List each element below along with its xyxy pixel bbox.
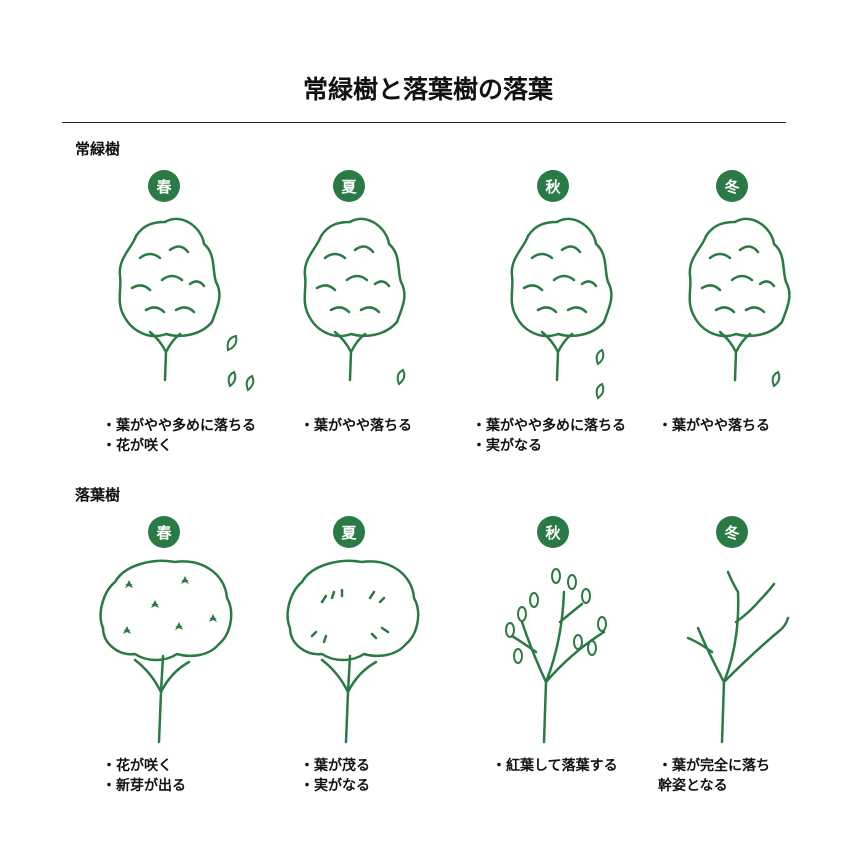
caption-deciduous-summer: ・葉が茂る ・実がなる	[300, 756, 370, 796]
caption-evergreen-summer: ・葉がやや落ちる	[300, 416, 412, 436]
caption-line: ・葉がやや落ちる	[300, 418, 412, 434]
caption-line: 幹姿となる	[658, 778, 728, 794]
caption-line: ・紅葉して落葉する	[492, 758, 618, 774]
deciduous-label: 落葉樹	[75, 486, 121, 504]
caption-line: ・実がなる	[300, 778, 370, 794]
caption-deciduous-spring: ・花が咲く ・新芽が出る	[102, 756, 186, 796]
caption-evergreen-winter: ・葉がやや落ちる	[658, 416, 770, 436]
evergreen-tree-spring	[118, 217, 255, 392]
caption-line: ・葉がやや落ちる	[658, 418, 770, 434]
evergreen-tree-autumn	[510, 217, 613, 400]
caption-line: ・葉が完全に落ち	[658, 758, 770, 774]
evergreen-tree-winter	[688, 217, 791, 388]
deciduous-tree-winter	[686, 570, 790, 744]
season-badge-summer-evergreen: 夏	[333, 170, 365, 202]
deciduous-tree-spring	[99, 559, 233, 744]
deciduous-tree-summer	[286, 559, 420, 744]
season-badge-spring-evergreen: 春	[148, 170, 180, 202]
evergreen-tree-summer	[303, 217, 406, 386]
caption-line: ・葉がやや多めに落ちる	[472, 418, 626, 434]
caption-line: ・葉が茂る	[300, 758, 370, 774]
season-badge-winter-evergreen: 冬	[716, 170, 748, 202]
caption-deciduous-winter: ・葉が完全に落ち 幹姿となる	[658, 756, 770, 796]
caption-line: ・花が咲く	[102, 758, 172, 774]
season-badge-summer-deciduous: 夏	[333, 516, 365, 548]
season-badge-winter-deciduous: 冬	[716, 516, 748, 548]
season-badge-spring-deciduous: 春	[148, 516, 180, 548]
page-title: 常緑樹と落葉樹の落葉	[302, 75, 553, 104]
caption-deciduous-autumn: ・紅葉して落葉する	[492, 756, 618, 776]
evergreen-label: 常緑樹	[75, 140, 121, 158]
caption-line: ・花が咲く	[102, 438, 172, 454]
caption-line: ・実がなる	[472, 438, 542, 454]
title-divider	[62, 122, 786, 123]
caption-line: ・新芽が出る	[102, 778, 186, 794]
season-badge-autumn-deciduous: 秋	[537, 516, 569, 548]
caption-evergreen-spring: ・葉がやや多めに落ちる ・花が咲く	[102, 416, 256, 456]
deciduous-tree-autumn	[505, 568, 607, 744]
caption-evergreen-autumn: ・葉がやや多めに落ちる ・実がなる	[472, 416, 626, 456]
season-badge-autumn-evergreen: 秋	[537, 170, 569, 202]
caption-line: ・葉がやや多めに落ちる	[102, 418, 256, 434]
